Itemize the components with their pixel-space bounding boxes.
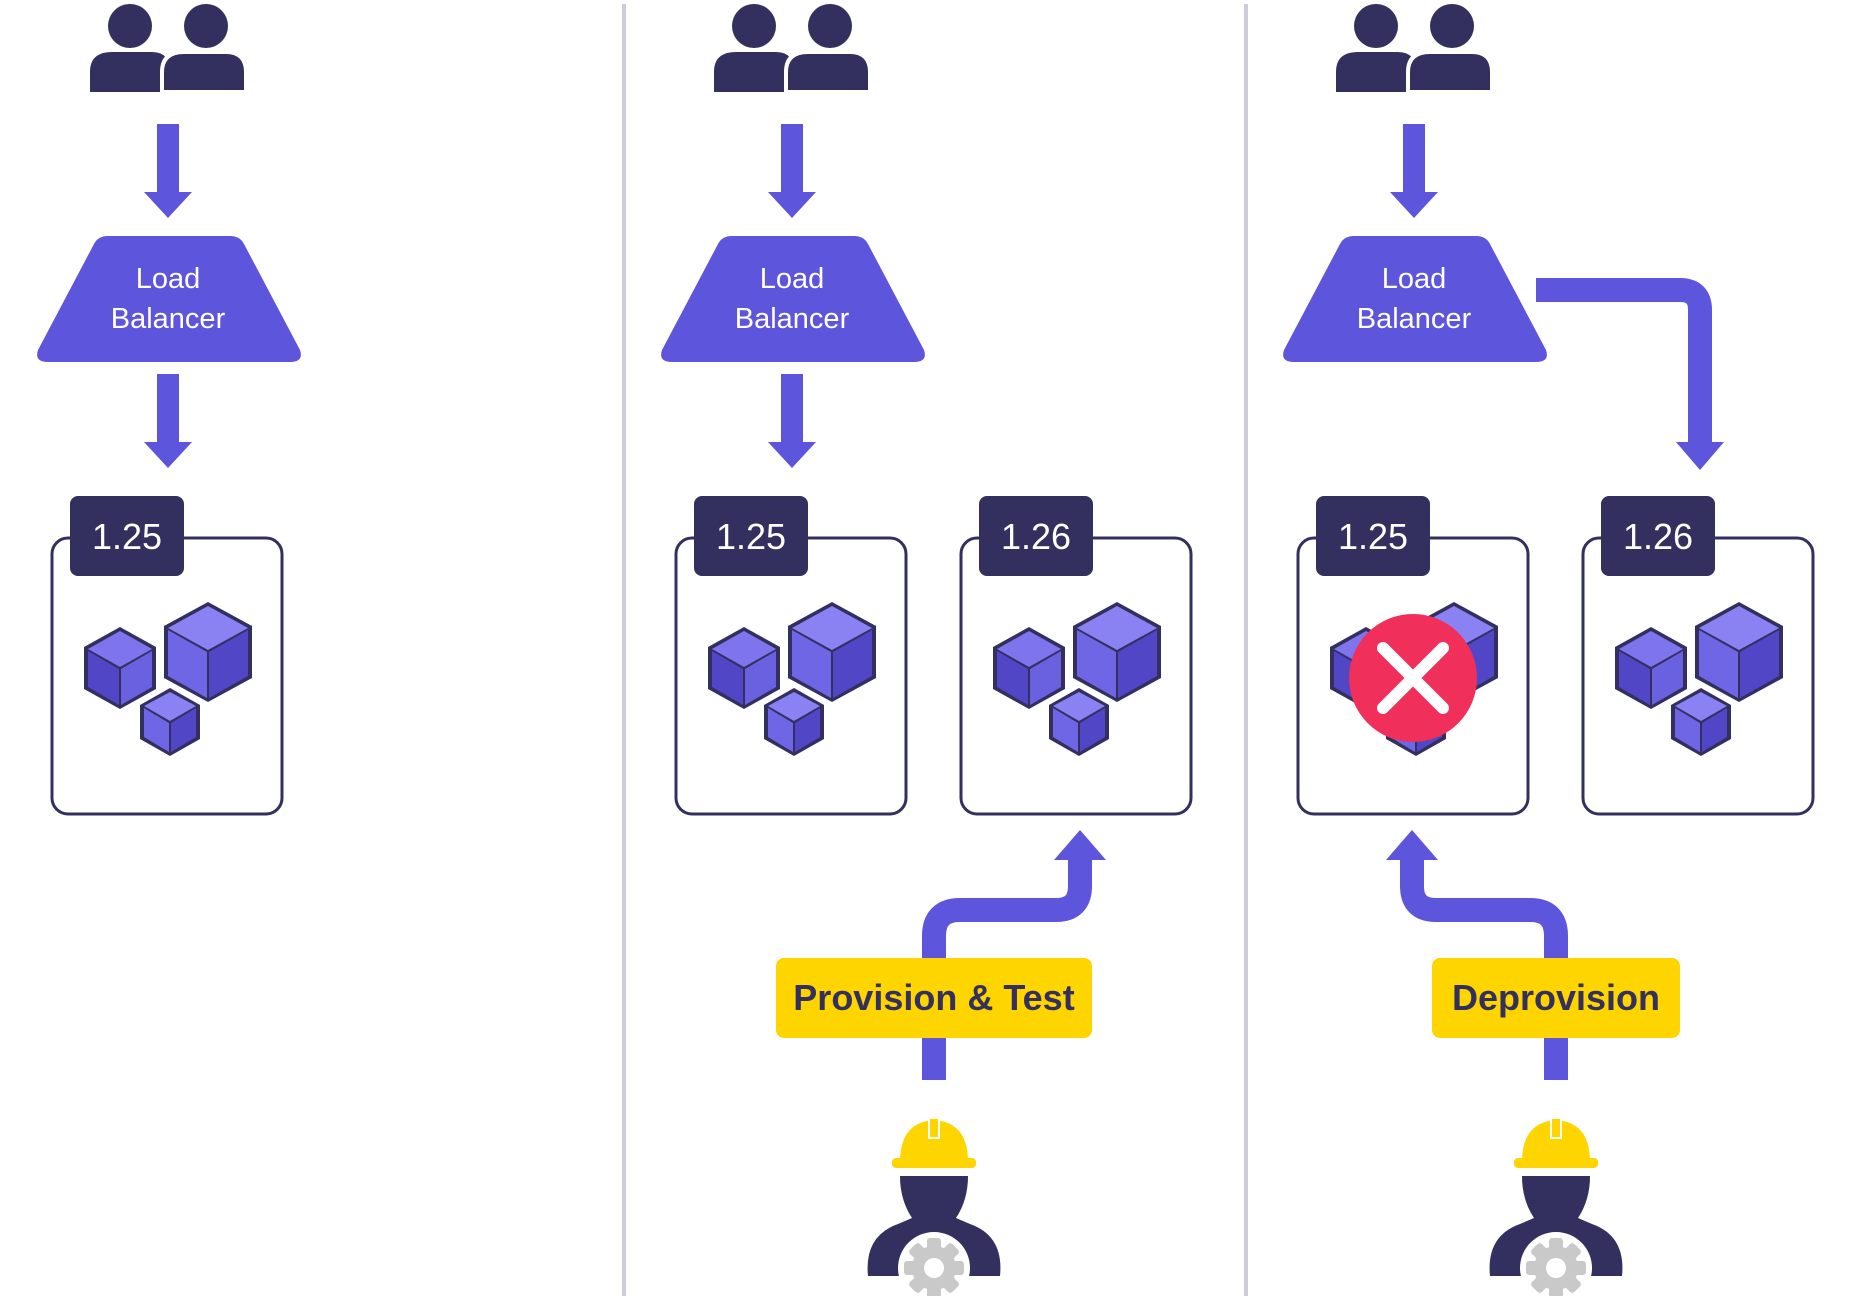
load-balancer-label-line1: Load <box>136 263 201 295</box>
users-icon <box>88 2 248 94</box>
cluster-card-old <box>674 536 908 816</box>
version-label: 1.25 <box>716 516 786 557</box>
provision-arrowhead <box>1054 830 1106 860</box>
version-label: 1.25 <box>1338 516 1408 557</box>
load-balancer: Load Balancer <box>37 236 301 362</box>
deprovision-label: Deprovision <box>1452 977 1660 1018</box>
load-balancer-label-line1: Load <box>1382 263 1447 295</box>
users-icon <box>1334 2 1494 94</box>
load-balancer: Load Balancer <box>661 236 925 362</box>
version-label: 1.26 <box>1623 516 1693 557</box>
version-badge-old: 1.25 <box>1316 496 1430 576</box>
load-balancer-label-line2: Balancer <box>735 303 850 335</box>
arrow-down-lb-to-cluster <box>768 374 816 468</box>
panel-3: Load Balancer 1.25 1.26 <box>1283 2 1815 1296</box>
cluster-card <box>50 536 284 816</box>
deprovision-path <box>1400 856 1568 1080</box>
version-label: 1.26 <box>1001 516 1071 557</box>
version-label: 1.25 <box>92 516 162 557</box>
deprovision-badge: Deprovision <box>1432 958 1680 1038</box>
version-badge-new: 1.26 <box>1601 496 1715 576</box>
arrow-down-lb-to-cluster <box>144 374 192 468</box>
load-balancer-label-line1: Load <box>760 263 825 295</box>
load-balancer: Load Balancer <box>1283 236 1547 362</box>
version-badge-new: 1.26 <box>979 496 1093 576</box>
version-badge: 1.25 <box>70 496 184 576</box>
provision-test-label: Provision & Test <box>793 977 1074 1018</box>
arrow-down-users-to-lb <box>144 124 192 218</box>
load-balancer-label-line2: Balancer <box>111 303 226 335</box>
cluster-card-new <box>959 536 1193 816</box>
arrow-down-users-to-lb <box>768 124 816 218</box>
lb-reroute-path <box>1536 278 1712 446</box>
deprovision-arrowhead <box>1386 830 1438 860</box>
error-x-icon <box>1349 614 1477 742</box>
panel-1: Load Balancer 1.25 <box>37 2 301 816</box>
provision-test-badge: Provision & Test <box>776 958 1092 1038</box>
users-icon <box>712 2 872 94</box>
cluster-card-new <box>1581 536 1815 816</box>
load-balancer-label-line2: Balancer <box>1357 303 1472 335</box>
engineer-icon <box>1490 1118 1623 1296</box>
provision-path <box>922 856 1092 1080</box>
panel-2: Load Balancer 1.25 1.26 Provision & Test <box>661 2 1193 1296</box>
lb-reroute-arrowhead <box>1676 442 1724 470</box>
arrow-down-users-to-lb <box>1390 124 1438 218</box>
engineer-icon <box>868 1118 1001 1296</box>
version-badge-old: 1.25 <box>694 496 808 576</box>
